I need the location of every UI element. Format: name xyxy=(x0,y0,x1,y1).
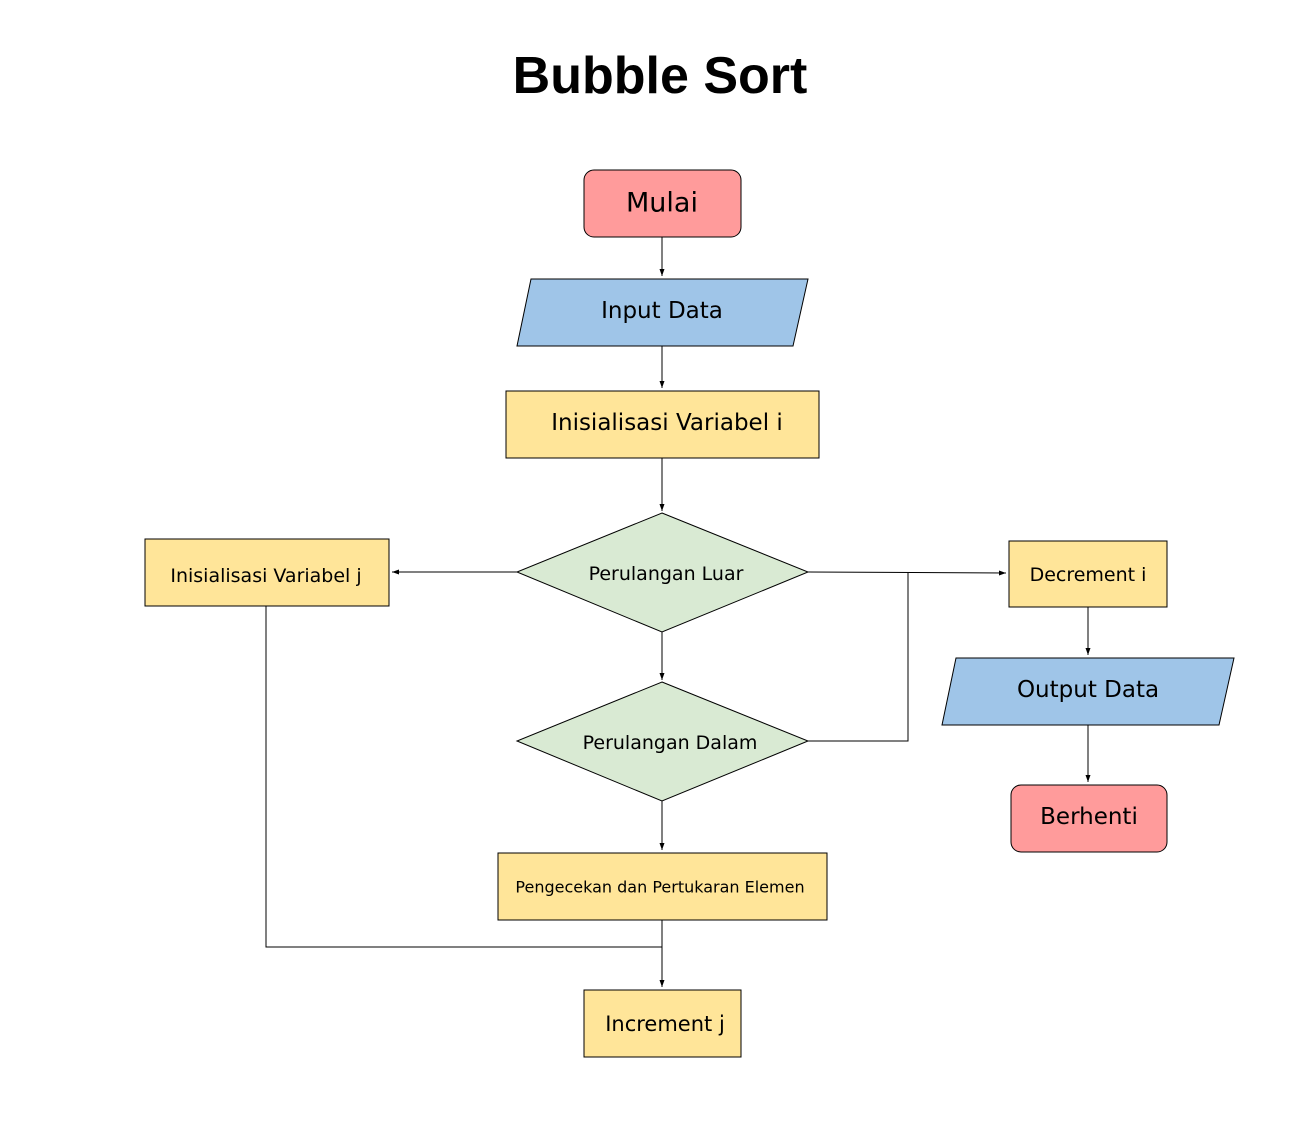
node-input-data: Input Data xyxy=(516,278,809,347)
node-increment-j: Increment j xyxy=(583,989,742,1058)
node-label: Decrement i xyxy=(1030,564,1147,586)
edges xyxy=(265,237,1091,987)
node-decrement-i: Decrement i xyxy=(1008,540,1168,608)
edge-inner-loop-to-outer-branch xyxy=(808,573,909,742)
edge-init-j-to-increment-j xyxy=(265,606,662,948)
decision-shape xyxy=(515,681,810,802)
process-shape xyxy=(583,989,742,1058)
node-label: Perulangan Luar xyxy=(589,563,744,585)
node-output-data: Output Data xyxy=(941,657,1235,726)
node-label: Inisialisasi Variabel j xyxy=(170,565,361,587)
decision-shape xyxy=(515,512,810,633)
node-label: Perulangan Dalam xyxy=(583,732,758,754)
process-shape xyxy=(1008,540,1168,608)
node-check-swap: Pengecekan dan Pertukaran Elemen xyxy=(497,852,828,921)
node-label: Pengecekan dan Pertukaran Elemen xyxy=(515,878,804,897)
node-label: Increment j xyxy=(605,1012,725,1036)
edge-outer-loop-to-decrement-i xyxy=(807,570,1007,576)
node-label: Berhenti xyxy=(1040,804,1138,830)
node-inner-loop: Perulangan Dalam xyxy=(515,681,810,802)
node-init-j: Inisialisasi Variabel j xyxy=(144,538,390,607)
io-shape xyxy=(941,657,1235,726)
diagram-title: Bubble Sort xyxy=(513,47,808,105)
node-label: Input Data xyxy=(601,298,723,324)
node-mulai: Mulai xyxy=(583,169,742,238)
process-shape xyxy=(497,852,828,921)
node-label: Mulai xyxy=(626,188,698,219)
node-outer-loop: Perulangan Luar xyxy=(515,512,810,633)
node-init-i: Inisialisasi Variabel i xyxy=(505,390,820,459)
node-label: Inisialisasi Variabel i xyxy=(551,410,783,436)
terminal-shape xyxy=(583,169,742,238)
process-shape xyxy=(505,390,820,459)
io-shape xyxy=(516,278,809,347)
process-shape xyxy=(144,538,390,607)
terminal-shape xyxy=(1010,784,1168,853)
node-label: Output Data xyxy=(1017,677,1159,703)
node-berhenti: Berhenti xyxy=(1010,784,1168,853)
